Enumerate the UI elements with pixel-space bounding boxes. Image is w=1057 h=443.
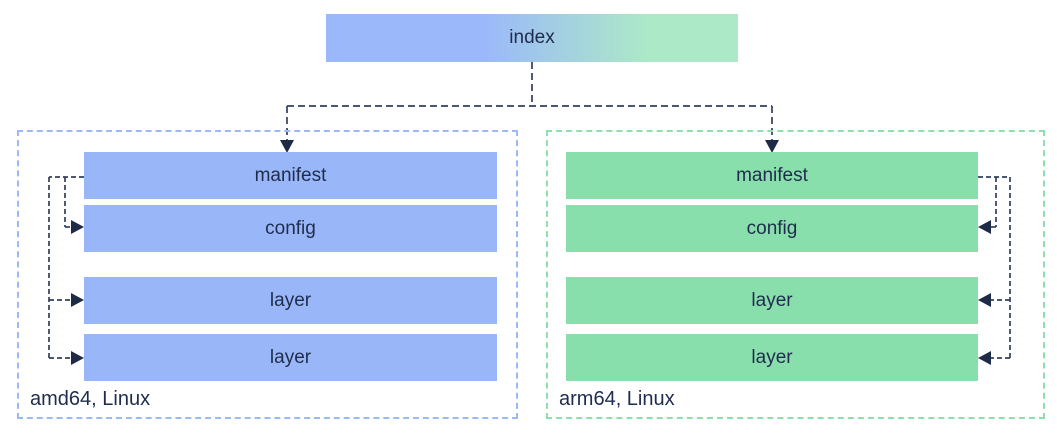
amd64-config-box-label: config xyxy=(265,217,316,239)
platform-group-amd64: amd64, Linux xyxy=(17,130,518,419)
amd64-layer1-box-label: layer xyxy=(269,289,312,311)
amd64-layer1-box: layer xyxy=(84,277,497,324)
amd64-layer2-box: layer xyxy=(84,334,497,381)
arm64-layer1-box-label: layer xyxy=(751,289,793,311)
arm64-config-box-label: config xyxy=(746,217,798,239)
platform-group-arm64: arm64, Linux xyxy=(546,130,1045,419)
index-label: index xyxy=(509,27,555,48)
platform-label-arm64: arm64, Linux xyxy=(559,388,675,410)
amd64-manifest-box-label: manifest xyxy=(254,164,327,186)
platform-label-amd64: amd64, Linux xyxy=(30,388,151,410)
arm64-layer1-box: layer xyxy=(566,277,978,324)
arm64-manifest-box-label: manifest xyxy=(736,164,808,186)
amd64-manifest-box: manifest xyxy=(84,152,497,199)
arm64-layer2-box: layer xyxy=(566,334,978,381)
amd64-layer2-box-label: layer xyxy=(269,346,312,368)
arm64-layer2-box-label: layer xyxy=(751,346,793,368)
amd64-config-box: config xyxy=(84,205,497,252)
index-node: index xyxy=(326,14,738,62)
arm64-manifest-box: manifest xyxy=(566,152,978,199)
arm64-config-box: config xyxy=(566,205,978,252)
